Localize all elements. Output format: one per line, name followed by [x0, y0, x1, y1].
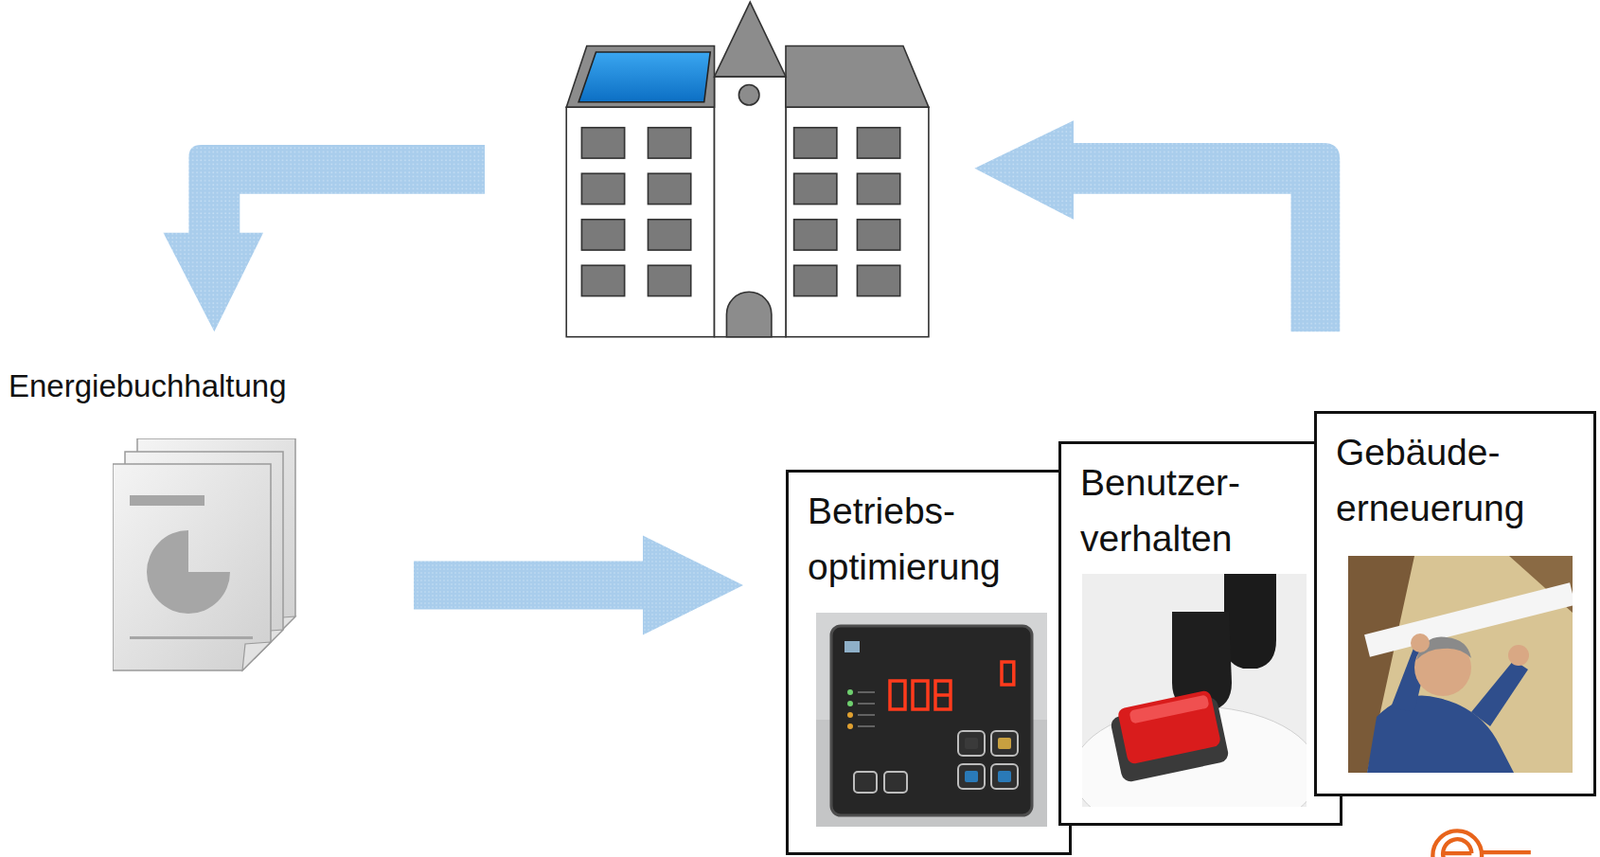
school-building	[566, 1, 929, 338]
illustration-part	[581, 127, 900, 297]
measure-card: Betriebs- optimierung	[785, 469, 1072, 855]
measure-card: Gebäude- erneuerung	[1314, 410, 1597, 797]
illustration-part	[785, 46, 929, 108]
illustration-part	[847, 711, 854, 718]
illustration-part	[857, 725, 875, 728]
illustration-part	[726, 291, 771, 337]
illustration-part	[853, 771, 877, 793]
pie-chart	[146, 530, 231, 614]
illustration-part	[857, 702, 875, 705]
illustration-part	[856, 127, 900, 159]
illustration-part	[794, 173, 837, 204]
illustration-part	[647, 219, 691, 250]
illustration-part	[991, 764, 1018, 789]
illustration-part	[112, 463, 271, 671]
illustration-part	[1128, 693, 1209, 724]
illustration-part	[794, 265, 837, 296]
illustration-part	[578, 52, 711, 103]
illustration-part	[958, 764, 985, 789]
illustration-part	[1117, 689, 1222, 765]
illustration-part	[847, 700, 854, 707]
illustration-part	[647, 127, 691, 159]
flow-arrow	[974, 120, 1340, 332]
node-heading: Energiebuchhaltung	[8, 367, 407, 406]
illustration-part	[714, 76, 786, 338]
card-title: Benutzer- verhalten	[1080, 455, 1321, 567]
card-photo	[1082, 573, 1307, 807]
illustration-part	[738, 84, 760, 106]
illustration-part	[857, 691, 875, 694]
illustration-part	[857, 713, 875, 716]
illustration-part	[714, 1, 786, 77]
card-title: Betriebs- optimierung	[807, 483, 1050, 595]
illustration-part	[794, 127, 837, 159]
illustration-part	[581, 127, 624, 159]
flow-arrow	[413, 535, 744, 636]
document-line	[129, 636, 253, 640]
illustration-part	[997, 737, 1012, 749]
illustration-part	[1481, 850, 1531, 854]
illustration-part	[1508, 644, 1529, 666]
illustration-part	[964, 770, 978, 783]
logo-mark	[1432, 830, 1530, 857]
illustration-part	[1410, 633, 1430, 653]
illustration-part	[581, 173, 624, 204]
illustration-part	[1224, 573, 1277, 669]
illustration-part	[647, 265, 691, 296]
illustration-part	[847, 723, 854, 729]
document-icon	[112, 438, 303, 676]
illustration-part	[242, 641, 271, 671]
flow-arrow	[162, 144, 485, 332]
card-photo	[816, 612, 1048, 827]
illustration-part	[844, 640, 860, 653]
illustration-part	[1001, 661, 1014, 685]
card-title: Gebäude- erneuerung	[1335, 425, 1575, 536]
illustration-part	[856, 265, 900, 296]
illustration-part	[1471, 659, 1529, 727]
illustration-part	[889, 680, 906, 710]
document-node: Energiebuchhaltung	[8, 367, 407, 680]
illustration-part	[581, 265, 624, 296]
illustration-part	[856, 173, 900, 204]
illustration-part	[1367, 593, 1573, 646]
illustration-part	[964, 737, 978, 749]
illustration-part	[566, 106, 714, 338]
illustration-part	[794, 219, 837, 250]
illustration-part	[647, 173, 691, 204]
illustration-part	[1432, 830, 1482, 857]
measure-card: Benutzer- verhalten	[1058, 441, 1343, 826]
document-bar	[129, 495, 205, 506]
illustration-part	[1442, 838, 1472, 857]
illustration-part	[958, 730, 985, 756]
illustration-part	[1348, 555, 1573, 773]
illustration-part	[935, 693, 951, 697]
illustration-part	[997, 770, 1012, 783]
illustration-part	[991, 730, 1018, 756]
illustration-part	[935, 680, 951, 710]
illustration-part	[856, 219, 900, 250]
card-photo	[1348, 555, 1573, 773]
illustration-part	[581, 219, 624, 250]
illustration-part	[912, 680, 928, 710]
illustration-part	[884, 771, 907, 793]
illustration-part	[847, 689, 854, 695]
illustration-part	[785, 106, 929, 338]
document-page	[112, 463, 271, 671]
illustration-part	[816, 612, 1048, 827]
illustration-part	[566, 46, 714, 108]
illustration-part	[831, 625, 1032, 816]
